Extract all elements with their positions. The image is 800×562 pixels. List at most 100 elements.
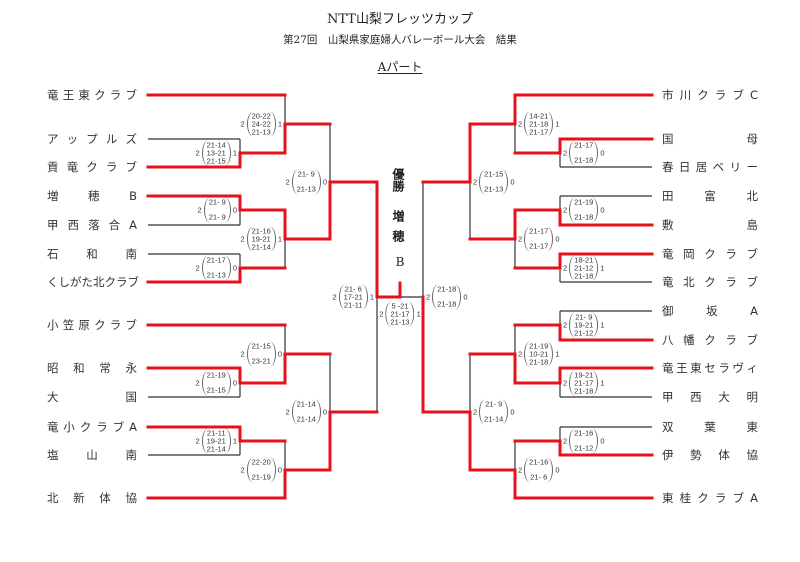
set-score: 5 -21 xyxy=(391,301,409,310)
set-score: 21-18 xyxy=(437,299,457,309)
set-score: 21- 6 xyxy=(344,284,362,293)
sets-won-left: 2 xyxy=(285,407,290,417)
team-name-left: 塩山南 xyxy=(47,448,137,462)
set-score: 21-19 xyxy=(251,472,271,482)
sets-won-left: 2 xyxy=(285,177,290,187)
set-score: 19-21 xyxy=(251,234,271,243)
set-score: 21-13 xyxy=(296,184,316,194)
sets-won-left: 2 xyxy=(563,378,568,388)
sets-won-right: 0 xyxy=(232,205,237,215)
sets-won-left: 2 xyxy=(518,234,523,244)
sets-won-left: 2 xyxy=(240,234,245,244)
set-score: 21- 6 xyxy=(530,472,548,482)
set-score: 21-11 xyxy=(206,428,226,437)
set-score: 21-14 xyxy=(296,399,316,409)
set-score: 21- 9 xyxy=(208,197,226,207)
set-score: 21-14 xyxy=(206,444,226,453)
sets-won-left: 2 xyxy=(518,349,523,359)
sets-won-right: 0 xyxy=(600,205,605,215)
set-score: 21-11 xyxy=(343,300,363,309)
set-score: 21-19 xyxy=(206,370,226,380)
part-heading: Aパート xyxy=(0,58,800,75)
set-score: 21-17 xyxy=(206,255,226,265)
set-score: 21- 9 xyxy=(575,312,593,321)
set-score: 21-13 xyxy=(251,127,271,136)
set-scores: 21-15 23-21 xyxy=(246,341,276,367)
sets-won-right: 1 xyxy=(600,378,605,388)
sets-won-left: 2 xyxy=(379,309,384,319)
team-name-right: 竜王東セラヴィ xyxy=(662,361,758,375)
sets-won-right: 1 xyxy=(600,263,605,273)
team-name-right: 竜北クラブ xyxy=(662,275,758,289)
event-subtitle: 第27回 山梨県家庭婦人バレーボール大会 結果 xyxy=(283,34,517,46)
sets-won-right: 1 xyxy=(555,349,560,359)
team-name-left: 竜王東クラブ xyxy=(47,88,137,102)
team-name-left: 昭和常永 xyxy=(47,361,137,375)
team-name-right: 国母 xyxy=(662,132,758,146)
sets-won-left: 2 xyxy=(195,436,200,446)
sets-won-right: 0 xyxy=(555,234,560,244)
set-score: 19-21 xyxy=(574,320,594,329)
set-score: 21-18 xyxy=(574,155,594,165)
set-score: 21-14 xyxy=(251,242,271,251)
sets-won-right: 0 xyxy=(600,436,605,446)
team-name-right: 田富北 xyxy=(662,189,758,203)
champion-team: 増穂 xyxy=(391,210,405,250)
team-name-right: 八幡クラブ xyxy=(662,333,758,347)
sets-won-left: 2 xyxy=(473,177,478,187)
set-score: 21-15 xyxy=(206,156,226,165)
sets-won-right: 1 xyxy=(369,292,374,302)
set-score: 21-12 xyxy=(574,263,594,272)
set-score: 21-15 xyxy=(251,341,271,351)
set-score: 23-21 xyxy=(251,356,271,366)
set-score: 21-17 xyxy=(574,378,594,387)
set-score: 10-21 xyxy=(529,349,549,358)
sets-won-right: 0 xyxy=(510,177,515,187)
sets-won-left: 2 xyxy=(563,320,568,330)
champion-label: 優勝 xyxy=(391,168,405,192)
sets-won-left: 2 xyxy=(518,119,523,129)
set-score: 21-18 xyxy=(574,271,594,280)
set-scores: 21- 9 21-13 xyxy=(291,169,321,195)
set-score: 21-14 xyxy=(296,414,316,424)
set-score: 19-21 xyxy=(206,436,226,445)
team-name-left: 北新体協 xyxy=(47,491,137,505)
set-score: 21-18 xyxy=(529,119,549,128)
set-score: 22-20 xyxy=(251,457,271,467)
match-score: 2 21-14 21-14 0 xyxy=(283,399,329,425)
set-scores: 22-20 21-19 xyxy=(246,457,276,483)
set-score: 21- 9 xyxy=(297,169,315,179)
tournament-title: NTT山梨フレッツカップ xyxy=(327,12,473,27)
sets-won-right: 0 xyxy=(322,407,327,417)
